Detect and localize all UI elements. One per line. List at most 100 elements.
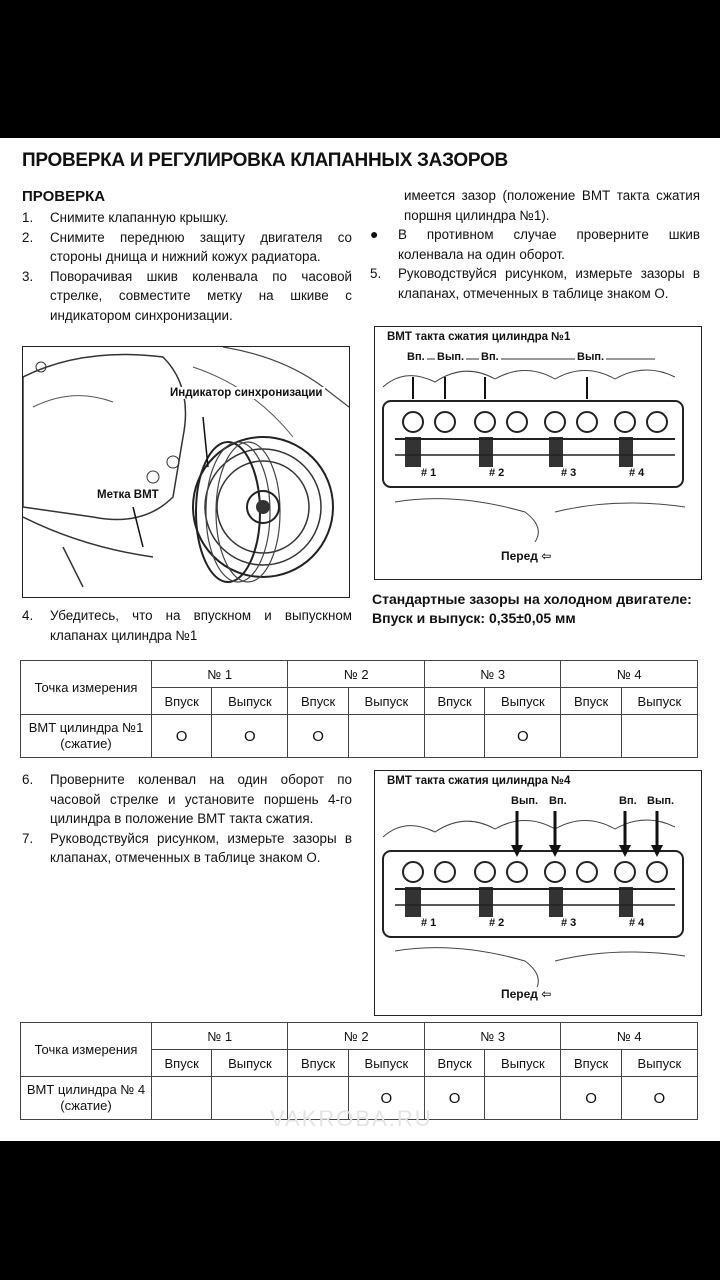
step-item: 6. Проверните коленвал на один оборот по… [22, 770, 352, 829]
cylinder-number: # 1 [419, 917, 439, 929]
cylinder-number: # 4 [627, 917, 647, 929]
valve-label: Вып. [509, 795, 541, 807]
valve-type: Впуск [287, 1049, 349, 1077]
valve-type: Выпуск [484, 1049, 562, 1077]
step-text: Снимите клапанную крышку. [50, 210, 229, 225]
step-number: 3. [22, 268, 34, 284]
arrow-left-icon: ⇦ [541, 549, 552, 563]
bullet-icon: ● [370, 226, 379, 242]
valve-figure-cyl1: ВМТ такта сжатия цилиндра №1 Вп. [374, 326, 702, 580]
valve-label: Вп. [405, 351, 427, 363]
valve-figure-cyl4: ВМТ такта сжатия цилиндра №4 [374, 770, 702, 1016]
step-number: 7. [22, 830, 34, 846]
cylinder-group: № 2 [287, 660, 425, 688]
standard-clearances: Стандартные зазоры на холодном двигателе… [372, 590, 702, 628]
valve-type: Впуск [560, 687, 622, 715]
step-text: Снимите переднюю защиту двигателя со сто… [50, 229, 352, 265]
valve-label: Вп. [617, 795, 639, 807]
step-text: Проверните коленвал на один оборот по ча… [50, 772, 352, 826]
front-text: Перед [501, 987, 538, 1001]
valve-type: Выпуск [620, 1049, 699, 1077]
mark-cell: O [560, 1076, 622, 1120]
step-text: Руководствуйся рисунком, измерьте зазоры… [398, 266, 700, 301]
cylinder-group: № 1 [150, 660, 289, 688]
step-item: 7. Руководствуйся рисунком, измерьте заз… [22, 829, 352, 868]
step-continuation: имеется зазор (положение ВМТ такта сжати… [404, 188, 700, 223]
table-head-cell: Точка измерения [20, 1022, 152, 1077]
valve-type: Выпуск [211, 687, 289, 715]
mark-cell: O [620, 1076, 699, 1120]
cylinder-number: # 3 [559, 917, 579, 929]
cylinder-group: № 3 [423, 1022, 562, 1050]
figure-title: ВМТ такта сжатия цилиндра №1 [385, 331, 573, 343]
step-number: 1. [22, 210, 34, 225]
front-label: Перед ⇦ [499, 987, 554, 1001]
valve-label: Вп. [547, 795, 569, 807]
mark-cell: O [287, 714, 349, 758]
cylinder-group: № 2 [287, 1022, 425, 1050]
valve-type: Впуск [150, 1049, 213, 1077]
front-text: Перед [501, 549, 538, 563]
valve-type: Впуск [423, 687, 486, 715]
steps-right: имеется зазор (положение ВМТ такта сжати… [370, 186, 700, 303]
valve-type: Впуск [423, 1049, 486, 1077]
valve-type: Впуск [287, 687, 349, 715]
cylinder-group: № 1 [150, 1022, 289, 1050]
valve-type: Впуск [150, 687, 213, 715]
step-number: 2. [22, 229, 34, 245]
steps-left: 1. Снимите клапанную крышку. 2. Снимите … [22, 208, 352, 325]
step-item: 2. Снимите переднюю защиту двигателя со … [22, 228, 352, 267]
step-text: Поворачивая шкив коленвала по часовой ст… [50, 268, 352, 323]
bullet-text: В противном случае проверните шкив колен… [398, 227, 700, 262]
valve-type: Выпуск [484, 687, 562, 715]
standard-value: Впуск и выпуск: 0,35±0,05 мм [372, 610, 576, 626]
step-number: 5. [370, 266, 382, 281]
cylinder-head-drawing [382, 358, 686, 543]
step-item: 3. Поворачивая шкив коленвала по часовой… [22, 267, 352, 326]
step-number: 6. [22, 772, 34, 787]
bullet-item: ● В противном случае проверните шкив кол… [370, 225, 700, 264]
section-subtitle: ПРОВЕРКА [22, 188, 106, 205]
step-4: 4. Убедитесь, что на впускном и выпускно… [22, 606, 352, 645]
row-label: ВМТ цилиндра № 4 (сжатие) [20, 1076, 152, 1120]
mark-cell [484, 1076, 562, 1120]
page-title: ПРОВЕРКА И РЕГУЛИРОВКА КЛАПАННЫХ ЗАЗОРОВ [22, 150, 508, 171]
pulley-drawing [22, 346, 350, 588]
cylinder-number: # 1 [419, 467, 439, 479]
mark-cell [423, 714, 486, 758]
arrow-left-icon: ⇦ [541, 987, 552, 1001]
cylinder-head-drawing [382, 811, 686, 992]
mark-cell [150, 1076, 213, 1120]
valve-type: Выпуск [347, 687, 425, 715]
cylinder-number: # 3 [559, 467, 579, 479]
step-text: Убедитесь, что на впускном и выпускном к… [50, 608, 352, 643]
front-label: Перед ⇦ [499, 549, 554, 563]
mark-cell: O [150, 714, 213, 758]
valve-type: Выпуск [620, 687, 699, 715]
measurement-table-cyl4: Точка измерения № 1 № 2 № 3 № 4 Впуск Вы… [20, 1022, 699, 1120]
row-label: ВМТ цилиндра №1 (сжатие) [20, 714, 152, 758]
watermark: VAKROBA.RU [270, 1106, 433, 1131]
cylinder-group: № 3 [423, 660, 562, 688]
step-item: 1. Снимите клапанную крышку. [22, 208, 352, 228]
valve-label: Вып. [435, 351, 467, 363]
table-head-cell: Точка измерения [20, 660, 152, 715]
cylinder-number: # 2 [487, 917, 507, 929]
pulley-figure: Индикатор синхронизации Метка ВМТ [22, 346, 350, 598]
cylinder-group: № 4 [560, 1022, 698, 1050]
mark-cell: O [347, 1076, 425, 1120]
step-item: 5. Руководствуйся рисунком, измерьте заз… [370, 264, 700, 303]
valve-label: Вып. [575, 351, 607, 363]
valve-type: Выпуск [347, 1049, 425, 1077]
mark-cell: O [484, 714, 562, 758]
measurement-table-cyl1: Точка измерения № 1 № 2 № 3 № 4 Впуск Вы… [20, 660, 699, 758]
mark-cell: O [211, 714, 289, 758]
mark-cell [620, 714, 699, 758]
mark-cell: O [423, 1076, 486, 1120]
valve-type: Выпуск [211, 1049, 289, 1077]
valve-type: Впуск [560, 1049, 622, 1077]
standard-heading: Стандартные зазоры на холодном двигателе… [372, 591, 692, 607]
valve-label: Вп. [479, 351, 501, 363]
mark-cell [287, 1076, 349, 1120]
step-item: 4. Убедитесь, что на впускном и выпускно… [22, 606, 352, 645]
